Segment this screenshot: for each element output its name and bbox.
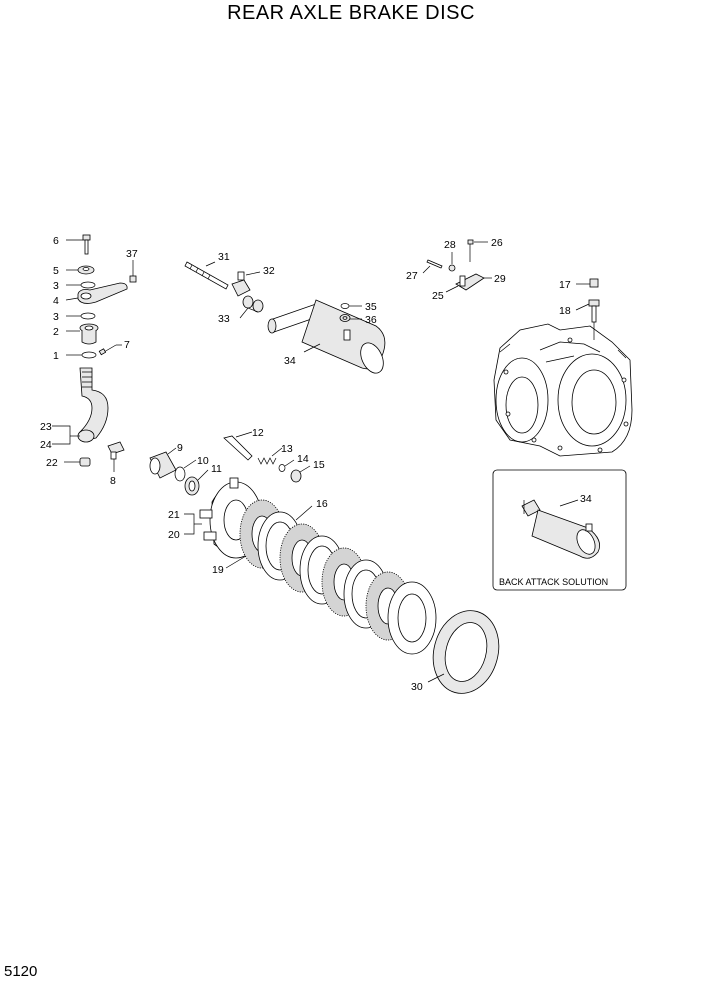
part-22-plug	[64, 457, 91, 467]
part-27-pin	[422, 259, 443, 274]
label-1: 1	[53, 350, 59, 362]
part-18-bleeder	[575, 299, 600, 340]
part-2-bushing	[66, 323, 99, 345]
part-5-washer	[66, 265, 95, 275]
part-32-fitting	[231, 271, 261, 297]
label-37: 37	[126, 248, 138, 260]
label-15: 15	[313, 459, 325, 471]
label-21: 21	[168, 509, 180, 521]
part-10-o-ring	[174, 459, 197, 482]
page-title: REAR AXLE BRAKE DISC	[227, 2, 475, 24]
part-23-24-cam-shaft	[52, 367, 109, 445]
label-33: 33	[218, 313, 230, 325]
part-3-o-ring-lower	[66, 312, 96, 320]
part-25-29-bracket	[445, 273, 492, 293]
label-26: 26	[491, 237, 503, 249]
label-9: 9	[177, 442, 183, 454]
label-18: 18	[559, 305, 571, 317]
part-12-stud	[223, 431, 253, 461]
label-20: 20	[168, 529, 180, 541]
part-34-cylinder	[267, 299, 386, 374]
part-26-screw	[467, 239, 488, 262]
label-6: 6	[53, 235, 59, 247]
label-23: 23	[40, 421, 52, 433]
label-22: 22	[46, 457, 58, 469]
brake-pack-assembly	[149, 431, 500, 694]
label-28: 28	[444, 239, 456, 251]
label-7: 7	[124, 339, 130, 351]
label-35: 35	[365, 301, 377, 313]
part-28-washer	[448, 252, 456, 272]
label-29: 29	[494, 273, 506, 285]
label-36: 36	[365, 314, 377, 326]
bracket-assembly	[422, 239, 492, 293]
part-33-nuts	[239, 295, 264, 319]
label-3-upper: 3	[53, 280, 59, 292]
part-4-lever	[65, 282, 128, 304]
label-10: 10	[197, 455, 209, 467]
label-11: 11	[211, 463, 222, 475]
label-3-lower: 3	[53, 311, 59, 323]
label-4: 4	[53, 295, 59, 307]
label-31: 31	[218, 251, 230, 263]
part-13-spring	[257, 447, 283, 465]
label-30: 30	[411, 681, 423, 693]
label-inset-34: 34	[580, 493, 592, 505]
page-number: 5120	[4, 963, 38, 980]
part-6-bolt	[66, 234, 91, 255]
part-17-cap	[576, 278, 599, 288]
part-36-nut	[339, 314, 362, 322]
label-27: 27	[406, 270, 418, 282]
part-14-o-ring	[278, 459, 295, 472]
part-19-16-brake-discs	[225, 499, 437, 655]
part-11-bushing	[184, 469, 209, 496]
label-12: 12	[252, 427, 264, 439]
part-1-o-ring	[66, 351, 97, 359]
label-8: 8	[110, 475, 116, 487]
label-16: 16	[316, 498, 328, 510]
label-24: 24	[40, 439, 52, 451]
part-30-seal	[427, 610, 500, 694]
part-8-bolt	[107, 441, 125, 472]
inset-caption: BACK ATTACK SOLUTION	[499, 577, 608, 587]
part-7-pin	[98, 344, 122, 356]
label-14: 14	[297, 453, 309, 465]
label-25: 25	[432, 290, 444, 302]
part-labels: 6 5 3 4 3 2 1 7 37 23 24 22 8 31 32 33 3…	[40, 235, 608, 693]
part-9-sleeve	[149, 447, 177, 479]
label-13: 13	[281, 443, 293, 455]
label-17: 17	[559, 279, 571, 291]
label-32: 32	[263, 265, 275, 277]
brake-lever-assembly	[52, 234, 137, 472]
part-31-stud	[184, 261, 229, 290]
part-37-grease-nipple	[129, 260, 137, 283]
part-35-o-ring	[340, 303, 362, 309]
brake-cylinder-assembly	[184, 261, 386, 374]
label-2: 2	[53, 326, 59, 338]
part-15-nut	[290, 465, 311, 483]
part-3-o-ring-upper	[66, 281, 96, 289]
label-34: 34	[284, 355, 296, 367]
back-attack-inset	[492, 469, 627, 591]
label-5: 5	[53, 265, 59, 277]
label-19: 19	[212, 564, 224, 576]
axle-housing	[493, 278, 633, 457]
